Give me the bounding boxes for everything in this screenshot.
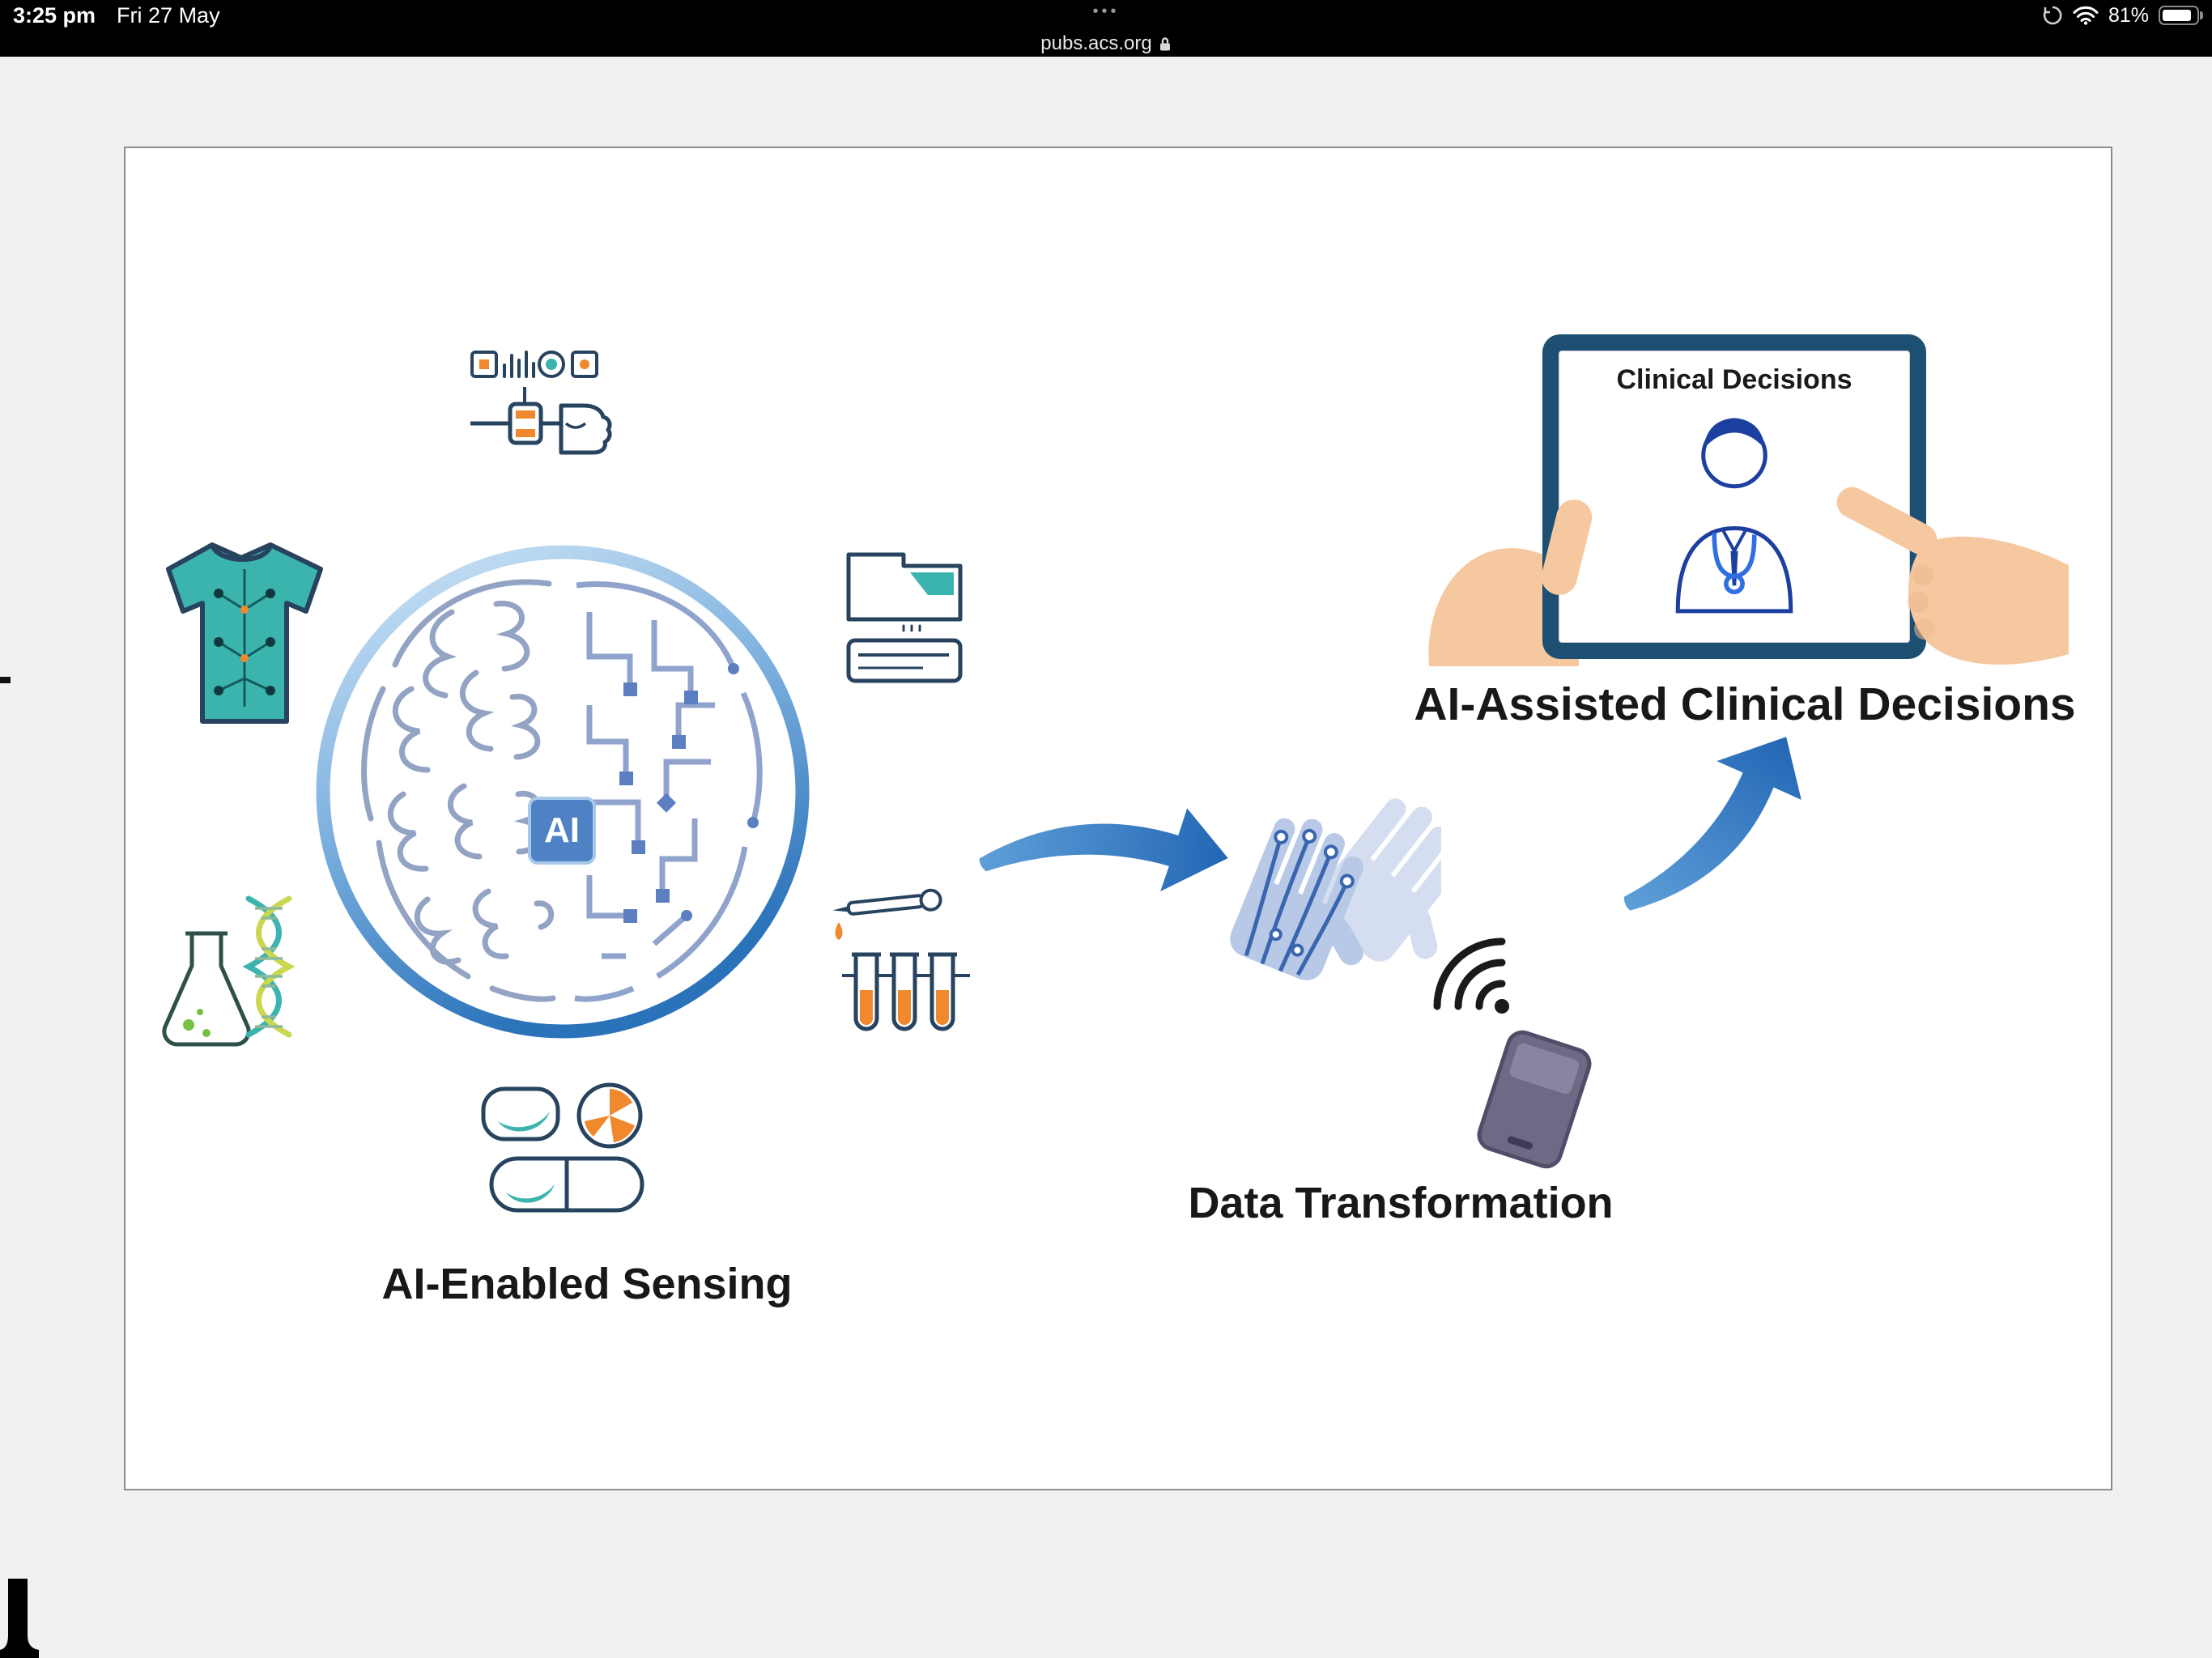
decisions-label: AI-Assisted Clinical Decisions [1414,678,2076,730]
flow-arrow-1 [979,808,1228,892]
diagnostic-device-icon [846,552,963,683]
orientation-lock-icon [2043,6,2062,25]
ai-brain-icon [316,545,810,1039]
multitask-dots[interactable]: ••• [1092,2,1120,20]
battery-nub [2200,11,2203,19]
tablet-doctor-group: Clinical Decisions [1421,330,2069,687]
tablet-screen-title: Clinical Decisions [1616,364,1853,395]
page-edge-glyph [0,1579,39,1658]
ai-chip-badge: AI [528,797,596,865]
lock-icon [1159,36,1170,50]
wireless-signal-icon [1433,937,1509,1014]
page-edge-dash [0,677,11,683]
wearable-sensor-icon [470,351,612,455]
status-icons: 81% [2042,3,2203,28]
figure-panel: AI [124,147,2112,1490]
status-bar: 3:25 pm Fri 27 May ••• 81% pubs.acs.org [0,0,2212,57]
flow-arrow-2 [1623,737,1802,911]
pills-icon [481,1082,644,1213]
right-hand [1836,487,2069,665]
handheld-reader-icon [1477,1030,1592,1169]
test-tubes-icon [832,888,970,1031]
left-hand [1428,548,1579,666]
sensing-label: AI-Enabled Sensing [381,1260,793,1308]
dna-flask-icon [162,895,296,1047]
status-date: Fri 27 May [117,2,220,28]
battery-icon [2159,6,2203,25]
smart-garment-icon [166,542,323,724]
left-thumb [1542,500,1593,595]
doctor-icon [1675,418,1793,614]
url-bar[interactable]: pubs.acs.org [0,30,2212,57]
brain-right-hemisphere [574,581,763,1002]
sensor-glove-icon [1230,798,1441,980]
transformation-label: Data Transformation [1188,1179,1614,1227]
battery-percent: 81% [2108,3,2149,27]
url-text: pubs.acs.org [1040,32,1152,54]
status-time: 3:25 pm [13,2,96,28]
battery-fill [2163,10,2191,21]
wifi-icon [2073,6,2099,25]
